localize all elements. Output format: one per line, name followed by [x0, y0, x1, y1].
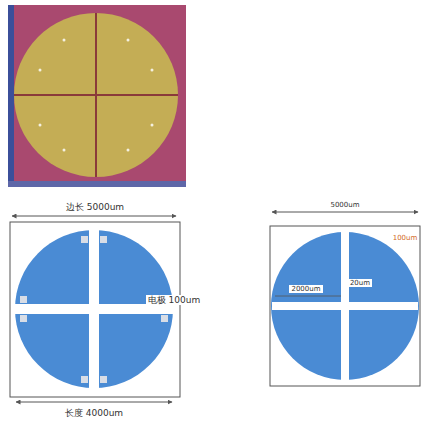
dimension-label: 长度 4000um [63, 408, 125, 418]
electrode-schematic [10, 216, 180, 402]
dimension-label: 5000um [328, 201, 361, 209]
chip-photo [8, 5, 186, 187]
dimension-label: 边长 5000um [64, 202, 126, 212]
dimension-label: 20um [348, 279, 372, 287]
electrode-schematic-dimensions [270, 212, 420, 386]
dimension-label: 2000um [289, 285, 322, 293]
dimension-label: 100um [391, 234, 420, 242]
electrode-label: 电极 100um [146, 295, 203, 305]
